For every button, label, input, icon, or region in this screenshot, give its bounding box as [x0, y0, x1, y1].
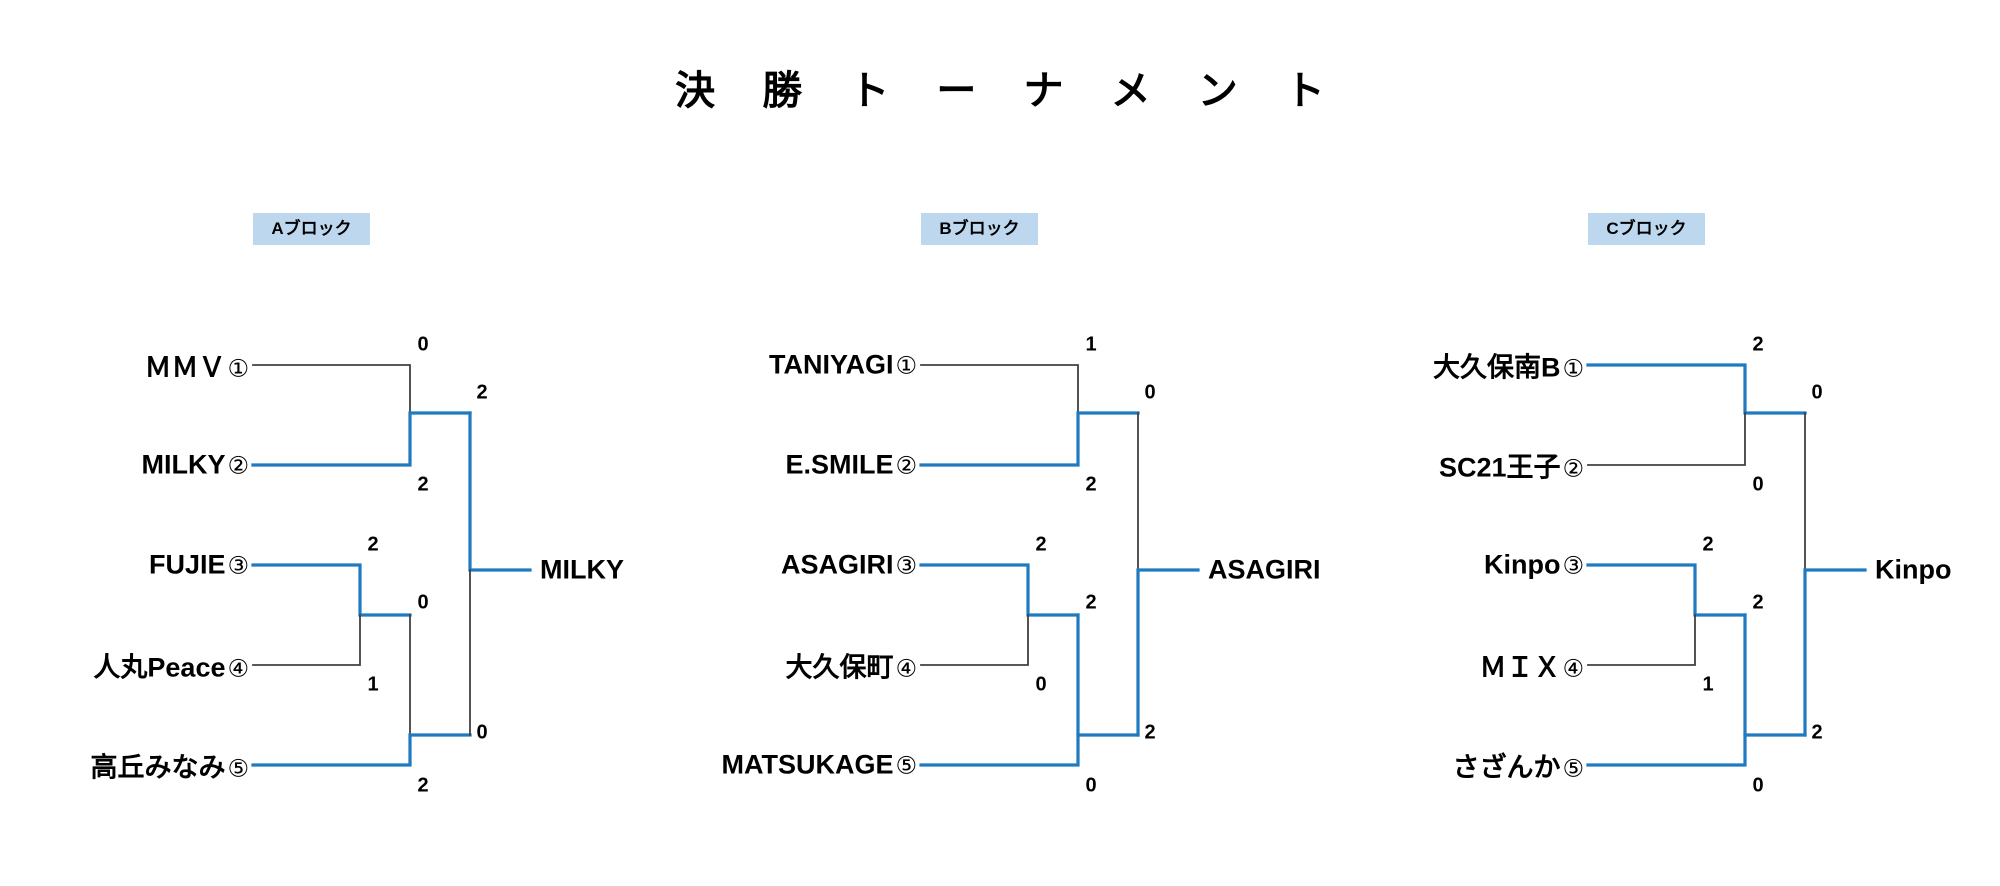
team-seed: ④: [895, 655, 917, 683]
match-score: 2: [476, 381, 488, 404]
team-name: 大久保南B: [1432, 352, 1561, 383]
team-name: MATSUKAGE: [721, 749, 894, 780]
team-name: Kinpo: [1484, 549, 1561, 580]
team-entry: TANIYAGI①: [640, 350, 917, 381]
team-name: ＭＩＸ: [1479, 652, 1561, 683]
match-score: 0: [1144, 381, 1156, 404]
match-score: 2: [1085, 591, 1097, 614]
team-name: 人丸Peace: [93, 652, 226, 683]
match-score: 1: [367, 673, 379, 696]
team-entry: FUJIE③: [0, 550, 249, 581]
match-score: 0: [1752, 473, 1764, 496]
team-entry: SC21王子②: [1300, 446, 1584, 485]
match-score: 0: [417, 333, 429, 356]
team-name: さざんか: [1452, 752, 1561, 783]
match-score: 2: [367, 533, 379, 556]
match-score: 2: [1811, 721, 1823, 744]
team-seed: ①: [895, 352, 917, 380]
team-seed: ①: [1562, 355, 1584, 383]
block-label-c: Cブロック: [1588, 213, 1705, 245]
team-seed: ⑤: [1562, 755, 1584, 783]
team-seed: ③: [895, 552, 917, 580]
match-score: 1: [1085, 333, 1097, 356]
block-label-b: Bブロック: [921, 213, 1038, 245]
match-score: 2: [1752, 333, 1764, 356]
match-score: 0: [417, 591, 429, 614]
team-seed: ⑤: [227, 755, 249, 783]
team-entry: Kinpo③: [1300, 550, 1584, 581]
team-entry: MATSUKAGE⑤: [640, 750, 917, 781]
team-seed: ④: [227, 655, 249, 683]
team-name: E.SMILE: [785, 449, 894, 480]
team-seed: ③: [1562, 552, 1584, 580]
team-name: MILKY: [141, 449, 226, 480]
match-score: 0: [1752, 774, 1764, 797]
team-entry: 高丘みなみ⑤: [0, 746, 249, 785]
page-title: 決 勝 ト ー ナ メ ン ト: [675, 69, 1343, 113]
match-score: 2: [1144, 721, 1156, 744]
team-entry: ＭＭＶ①: [0, 346, 249, 385]
team-seed: ⑤: [895, 752, 917, 780]
match-score: 2: [417, 774, 429, 797]
block-label-a: Aブロック: [253, 213, 370, 245]
match-score: 0: [1811, 381, 1823, 404]
team-seed: ②: [227, 452, 249, 480]
team-entry: 大久保町④: [640, 646, 917, 685]
team-name: ＭＭＶ: [144, 352, 226, 383]
team-seed: ②: [895, 452, 917, 480]
match-score: 1: [1702, 673, 1714, 696]
team-entry: 大久保南B①: [1300, 346, 1584, 385]
match-score: 2: [1702, 533, 1714, 556]
team-name: FUJIE: [148, 549, 226, 580]
team-entry: MILKY②: [0, 450, 249, 481]
block-winner: ASAGIRI: [1208, 554, 1321, 585]
team-entry: ＭＩＸ④: [1300, 646, 1584, 685]
team-name: SC21王子: [1438, 452, 1561, 483]
team-name: 大久保町: [785, 652, 894, 683]
block-winner: Kinpo: [1875, 554, 1952, 585]
team-entry: ASAGIRI③: [640, 550, 917, 581]
match-score: 2: [1085, 473, 1097, 496]
block-winner: MILKY: [540, 554, 624, 585]
team-seed: ③: [227, 552, 249, 580]
team-entry: さざんか⑤: [1300, 746, 1584, 785]
team-seed: ②: [1562, 455, 1584, 483]
team-seed: ①: [227, 355, 249, 383]
team-name: ASAGIRI: [780, 549, 894, 580]
team-entry: E.SMILE②: [640, 450, 917, 481]
team-seed: ④: [1562, 655, 1584, 683]
team-entry: 人丸Peace④: [0, 646, 249, 685]
team-name: 高丘みなみ: [90, 752, 226, 783]
match-score: 2: [417, 473, 429, 496]
match-score: 0: [1085, 774, 1097, 797]
match-score: 0: [1035, 673, 1047, 696]
match-score: 2: [1035, 533, 1047, 556]
match-score: 2: [1752, 591, 1764, 614]
match-score: 0: [476, 721, 488, 744]
team-name: TANIYAGI: [768, 349, 894, 380]
